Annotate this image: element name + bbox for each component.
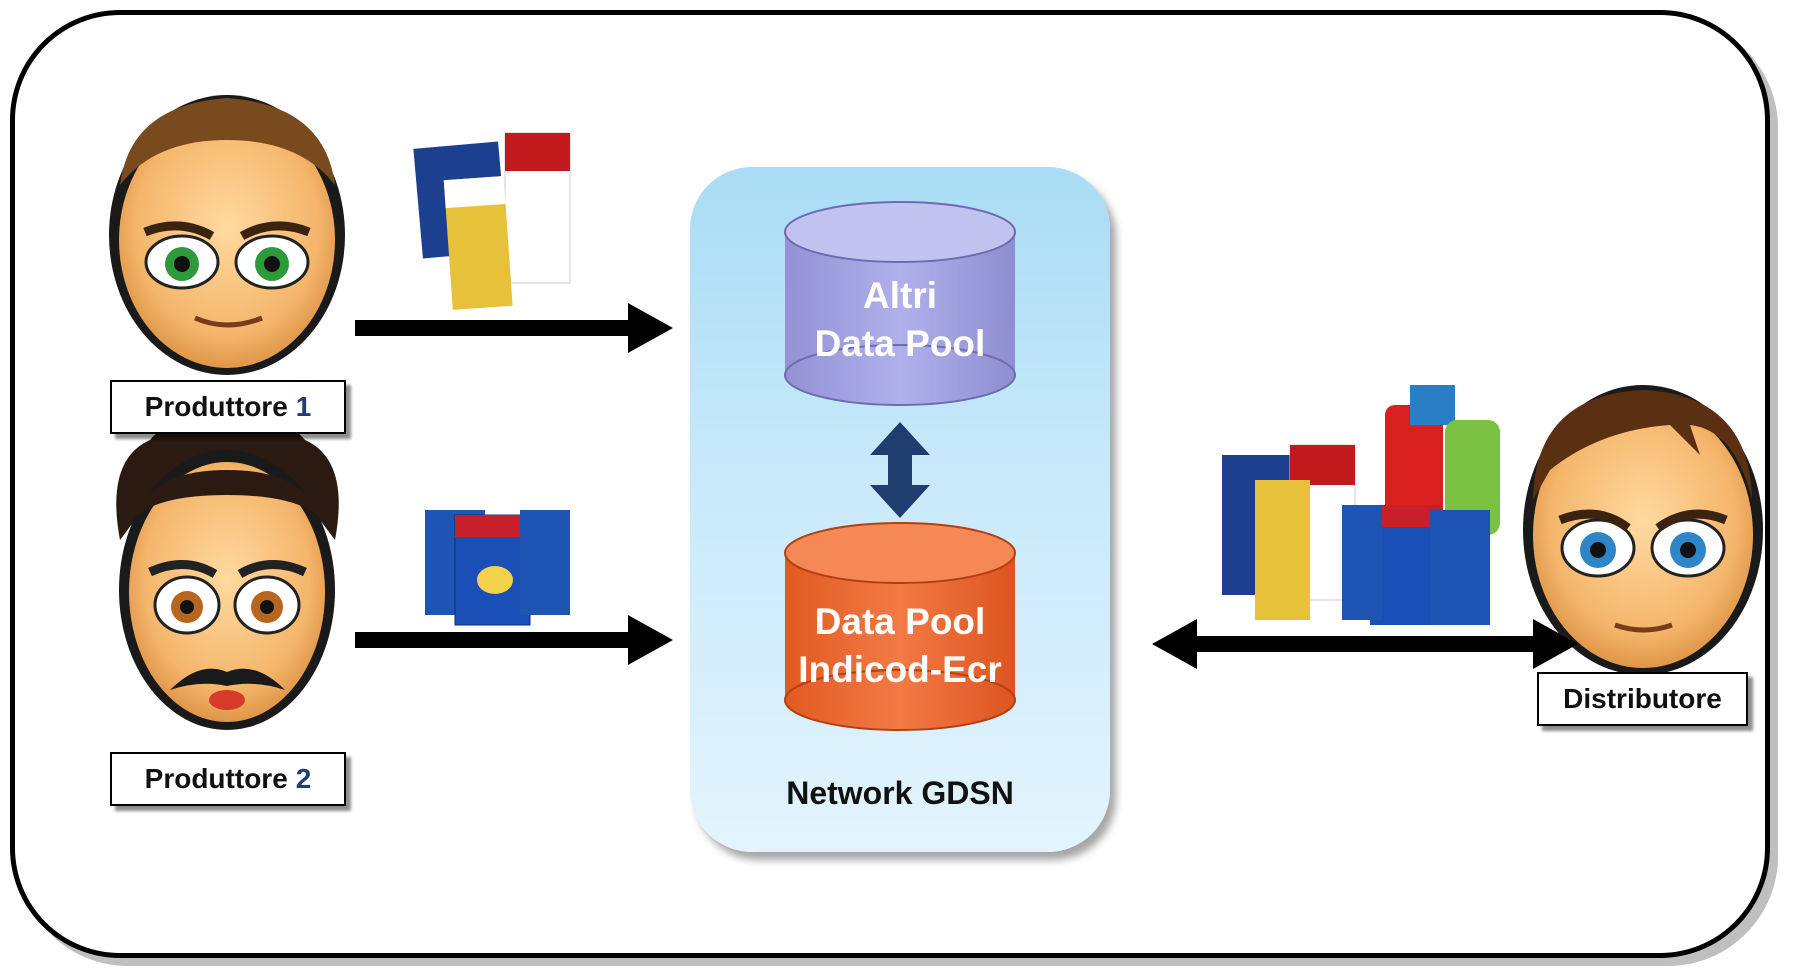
pasta-products-icon	[425, 510, 570, 626]
distributor-face-icon	[1523, 385, 1763, 675]
network-gdsn-label: Network GDSN	[786, 775, 1014, 811]
pools-sync-arrow	[870, 422, 930, 518]
producer-2-text: Produttore	[144, 763, 288, 794]
altri-data-pool-line2: Data Pool	[814, 323, 986, 364]
distributor-text: Distributore	[1563, 683, 1722, 714]
producer-2-number: 2	[295, 763, 312, 794]
producer-1-number: 1	[295, 391, 312, 422]
producer-2-face-icon	[116, 417, 339, 730]
distributor-double-arrow	[1152, 619, 1578, 669]
grocery-products-icon	[1222, 385, 1500, 625]
producer-1-label: Produttore 1	[110, 380, 346, 434]
indicod-data-pool-cylinder	[784, 522, 1016, 731]
producer-2-label: Produttore 2	[110, 752, 346, 806]
producer-1-face-icon	[109, 95, 345, 375]
altri-data-pool-cylinder	[784, 201, 1016, 406]
indicod-data-pool-line2: Indicod-Ecr	[798, 649, 1002, 690]
altri-data-pool-label: Altri Data Pool	[785, 272, 1015, 368]
producer-1-arrow	[355, 303, 673, 353]
coffee-products-icon	[413, 132, 571, 310]
altri-data-pool-line1: Altri	[863, 275, 937, 316]
indicod-data-pool-line1: Data Pool	[814, 601, 986, 642]
indicod-data-pool-label: Data Pool Indicod-Ecr	[785, 598, 1015, 694]
distributor-label: Distributore	[1537, 672, 1748, 726]
producer-2-arrow	[355, 615, 673, 665]
producer-1-text: Produttore	[144, 391, 288, 422]
